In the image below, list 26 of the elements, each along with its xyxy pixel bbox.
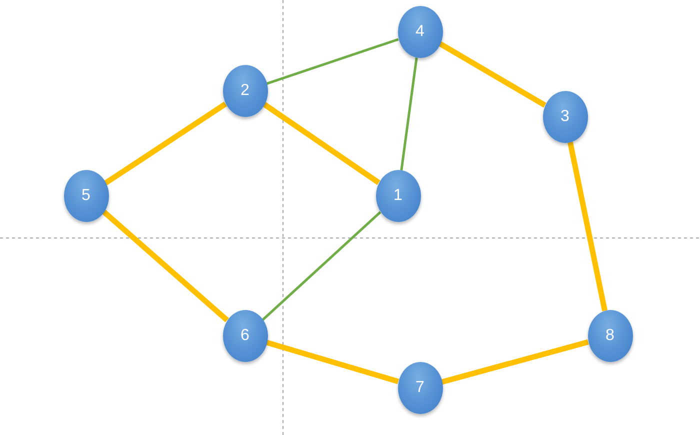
node-number: 5 <box>82 188 90 204</box>
node-circle <box>398 362 442 414</box>
connector-line <box>262 102 380 185</box>
node-number: 3 <box>560 109 570 125</box>
node-circle <box>542 91 588 143</box>
node-number: 8 <box>606 328 614 344</box>
connector-line <box>400 58 418 170</box>
node-number: 6 <box>240 328 250 344</box>
node-circle <box>222 310 268 362</box>
node-number: 4 <box>416 24 424 40</box>
connector-line <box>266 340 399 384</box>
connector-line <box>102 210 229 322</box>
node-circle <box>222 65 268 117</box>
connector-line <box>104 102 228 186</box>
connector-line <box>266 38 399 85</box>
node-number: 2 <box>240 83 250 99</box>
node-circle <box>376 170 420 222</box>
connector-line <box>441 339 589 385</box>
node-number: 1 <box>394 188 402 204</box>
node-circle <box>588 310 632 362</box>
node-circle <box>64 170 108 222</box>
node-number: 7 <box>416 380 424 396</box>
connector-line <box>438 41 546 108</box>
connector-line <box>262 211 382 321</box>
node-circle <box>398 6 442 58</box>
connector-line <box>568 142 608 312</box>
